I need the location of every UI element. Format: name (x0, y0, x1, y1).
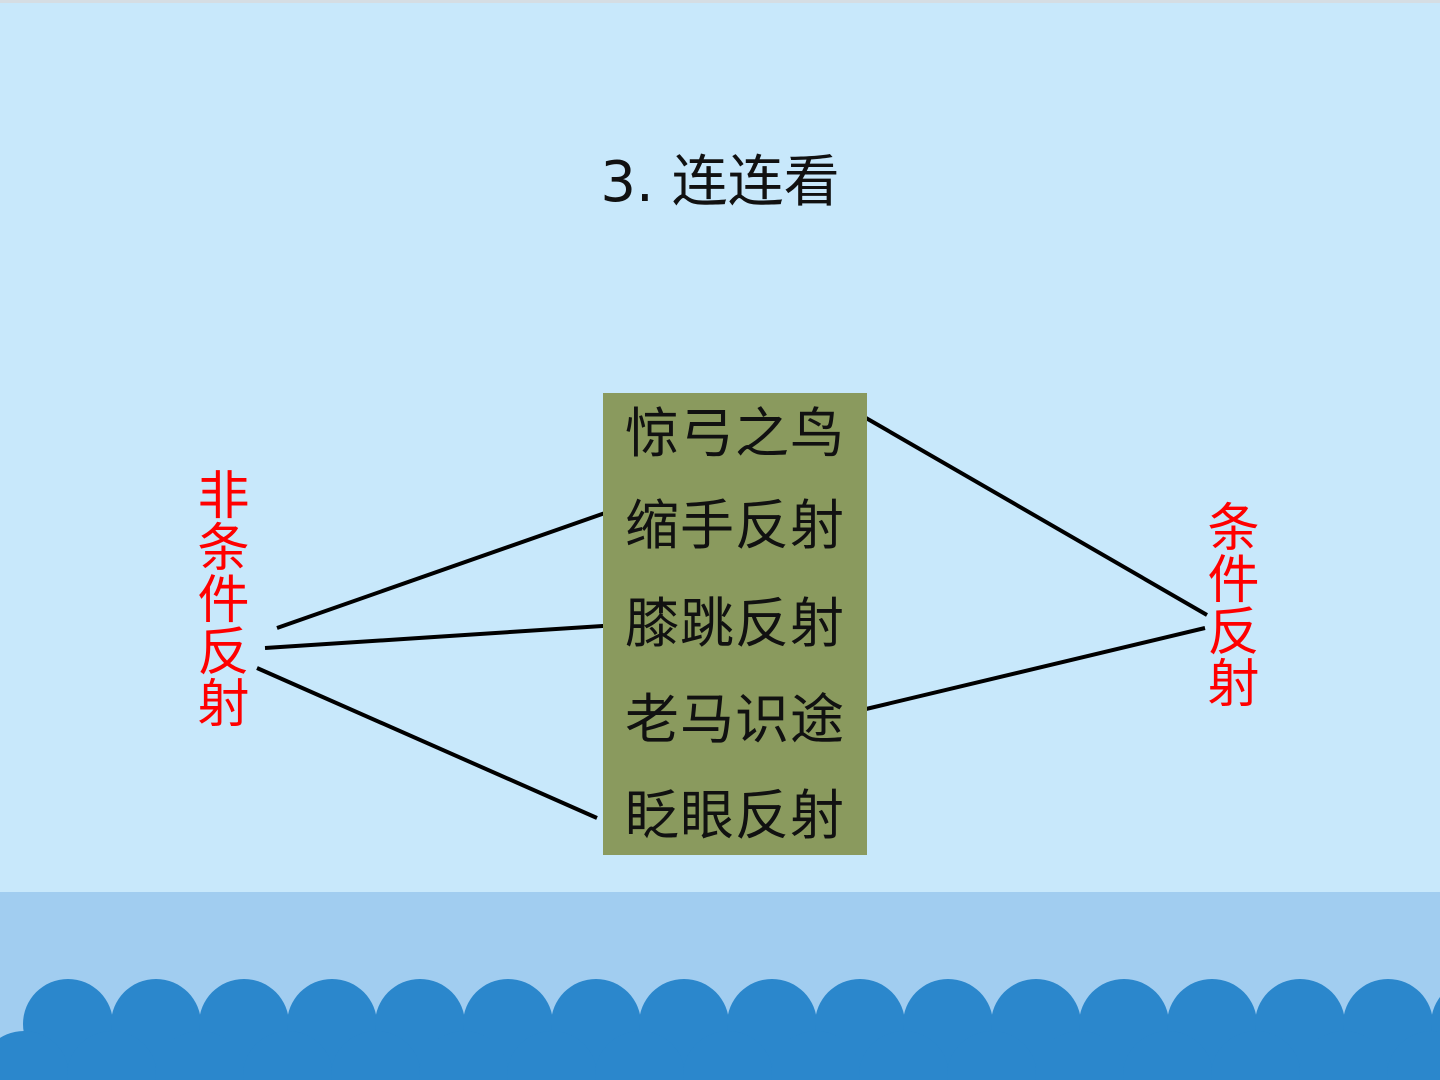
line-item-1-to-right (864, 416, 1209, 617)
wave-scallop-lower (331, 1031, 421, 1080)
left-label-unconditioned-reflex[interactable]: 非条件反射 (188, 468, 248, 728)
item-4[interactable]: 老马识途 (625, 688, 845, 751)
wave-scallop-lower (859, 1031, 949, 1080)
item-5[interactable]: 眨眼反射 (625, 784, 845, 847)
wave-scallop-lower (1211, 1031, 1301, 1080)
wave-scallop-lower (1035, 1031, 1125, 1080)
wave-scallop-lower (1123, 1031, 1213, 1080)
wave-scallop-lower (947, 1031, 1037, 1080)
wave-scallop-lower (419, 1031, 509, 1080)
item-2[interactable]: 缩手反射 (625, 494, 845, 557)
wave-scallop-lower (1299, 1031, 1389, 1080)
wave-scallop-lower (67, 1031, 157, 1080)
wave-scallop-lower (595, 1031, 685, 1080)
wave-scallop-lower (1387, 1031, 1440, 1080)
top-border (0, 0, 1440, 3)
slide-title: 3. 连连看 (600, 150, 840, 215)
line-left-to-item-3 (264, 623, 619, 650)
line-left-to-item-2 (276, 511, 606, 630)
wave-scallop-lower (507, 1031, 597, 1080)
items-box: 惊弓之鸟 缩手反射 膝跳反射 老马识途 眨眼反射 (603, 393, 867, 855)
item-3[interactable]: 膝跳反射 (625, 592, 845, 655)
item-1[interactable]: 惊弓之鸟 (625, 402, 845, 465)
wave-scallop-lower (683, 1031, 773, 1080)
right-label-conditioned-reflex[interactable]: 条件反射 (1198, 500, 1258, 708)
line-left-to-item-5 (256, 666, 598, 820)
wave-scallop-lower (771, 1031, 861, 1080)
wave-scallop-lower (243, 1031, 333, 1080)
wave-scallop-lower (0, 1031, 69, 1080)
wave-scallop-lower (155, 1031, 245, 1080)
line-item-4-to-right (865, 626, 1206, 711)
